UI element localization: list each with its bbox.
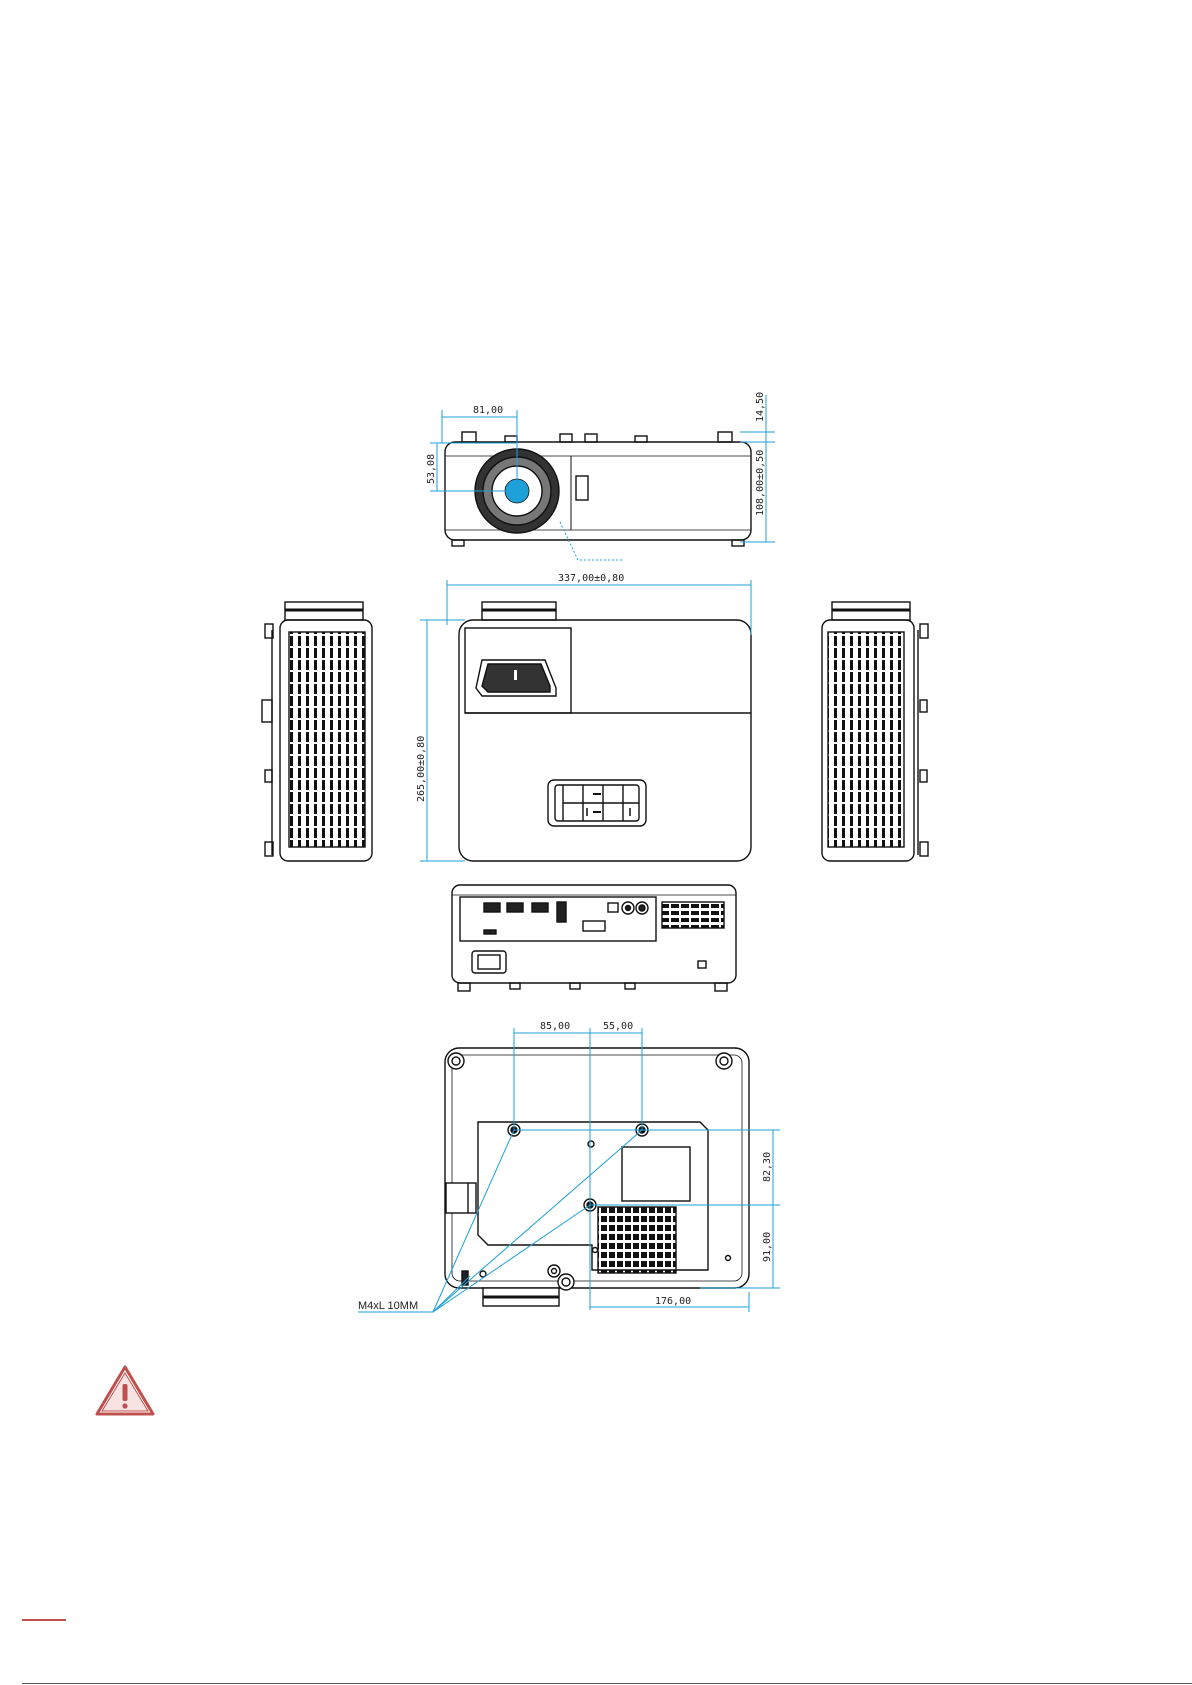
- dim-width: 337,00±0,80: [558, 573, 624, 584]
- io-ports: [484, 902, 648, 934]
- bottom-view-dimensions: [358, 1028, 780, 1312]
- dim-horizontal: 176,00: [655, 1296, 691, 1307]
- keypad: [548, 780, 646, 826]
- right-side-view: [822, 602, 928, 861]
- dim-hole-left: 85,00: [540, 1021, 570, 1032]
- left-side-view: [262, 602, 372, 861]
- front-view: [445, 432, 751, 546]
- footer-accent-line: [22, 1619, 66, 1621]
- top-view: [459, 602, 751, 861]
- footer-rule: [22, 1683, 1192, 1684]
- dim-height: 108,00±0,50: [755, 450, 766, 516]
- dim-lens-height: 53,08: [426, 454, 437, 484]
- warning-triangle-icon: [97, 1367, 153, 1414]
- bottom-view: [445, 1048, 749, 1306]
- rear-view: [452, 885, 736, 991]
- dim-vertical-upper: 82,30: [762, 1152, 773, 1182]
- power-inlet: [472, 951, 506, 973]
- dim-lens-offset: 81,00: [473, 405, 503, 416]
- screw-label: M4xL 10MM: [358, 1300, 418, 1312]
- dim-depth: 265,00±0,80: [416, 736, 427, 802]
- dim-top-offset: 14,50: [755, 392, 766, 422]
- dim-vertical-lower: 91,00: [762, 1232, 773, 1262]
- dim-hole-right: 55,00: [603, 1021, 633, 1032]
